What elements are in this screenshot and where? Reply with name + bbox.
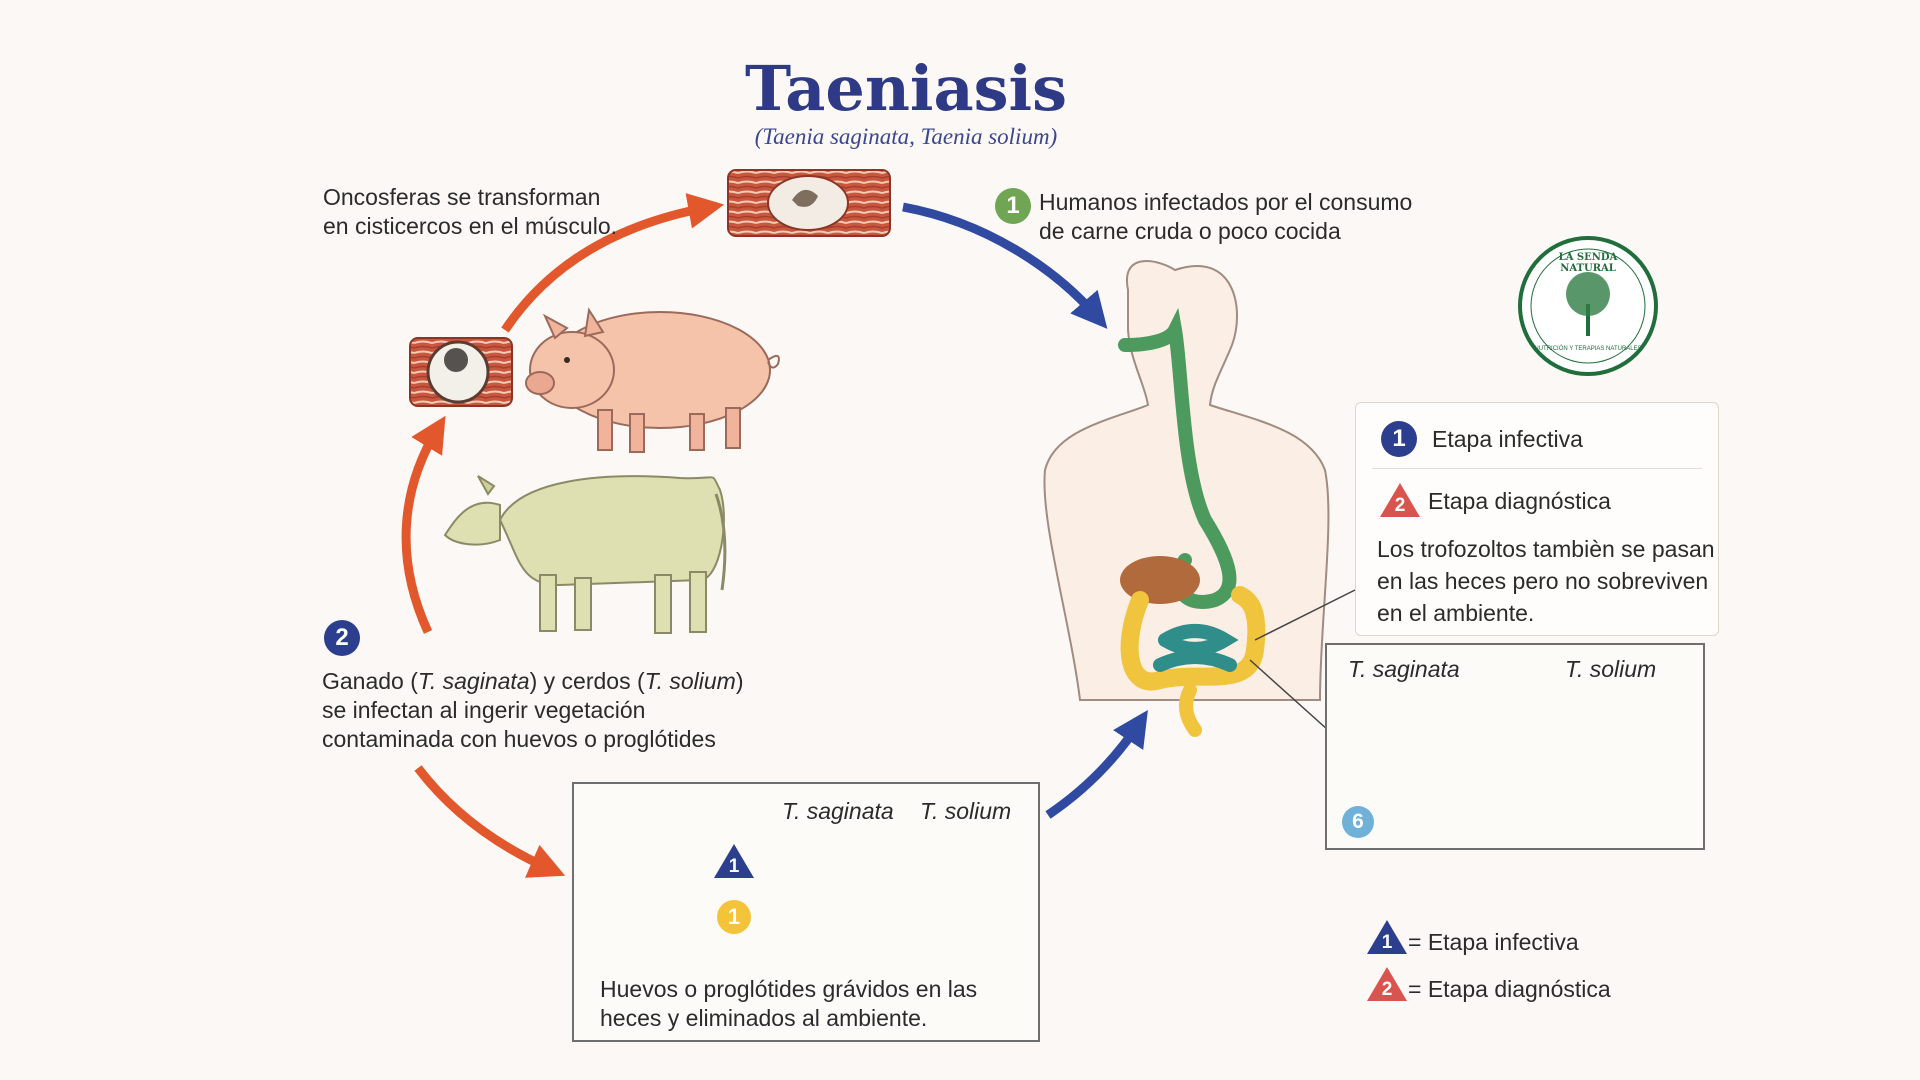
info-note: Los trofozoltos tambièn se pasan en las … — [1377, 536, 1715, 626]
bottom-col-solium: T. solium — [920, 798, 1012, 824]
human-step-number: 1 — [995, 188, 1031, 224]
page-subtitle: (Taenia saginata, Taenia solium) — [754, 124, 1058, 149]
animals-step-line1: Ganado (T. saginata) y cerdos (T. solium… — [322, 668, 744, 694]
arrow-to-eggs — [414, 765, 566, 878]
legend-diagnostic-triangle: 2 — [1365, 965, 1409, 1003]
arrow-to-human — [902, 202, 1108, 329]
eggs-step-label: Huevos o proglótides grávidos en las hec… — [600, 976, 978, 1031]
right-col-solium: T. solium — [1565, 656, 1657, 682]
arrow-from-eggs — [1045, 709, 1148, 819]
la-senda-natural-logo — [1518, 236, 1658, 376]
animals-step-number: 2 — [324, 620, 360, 656]
info-infective-label: Etapa infectiva — [1432, 426, 1583, 452]
pig-icon — [525, 307, 780, 453]
bottom-col-saginata: T. saginata — [782, 798, 894, 824]
arrow-muscle-top — [501, 193, 725, 333]
infective-triangle-badge: 1 — [712, 842, 756, 880]
right-col-saginata: T. saginata — [1348, 656, 1460, 682]
arrow-cow-to-muscle — [401, 415, 446, 634]
human-torso-icon — [1043, 260, 1356, 737]
info-infective-number: 1 — [1381, 421, 1417, 457]
logo-bottom-text: NUTRICIÓN Y TERAPIAS NATURALES — [1534, 346, 1642, 352]
info-diagnostic-label: Etapa diagnóstica — [1428, 488, 1611, 514]
yellow-step-number: 1 — [717, 900, 751, 934]
cow-icon — [443, 475, 727, 634]
legend-infective-label: = Etapa infectiva — [1408, 929, 1579, 955]
right-step-number: 6 — [1342, 806, 1374, 838]
page-title: Taeniasis — [745, 52, 1067, 125]
info-diagnostic-triangle: 2 — [1378, 481, 1422, 519]
info-divider — [1372, 468, 1702, 469]
logo-top-text: LA SENDA NATURAL — [1558, 252, 1618, 274]
muscle-step-label: Oncosferas se transforman en cisticercos… — [323, 184, 618, 239]
cyst-meat-icon — [409, 337, 513, 407]
scolex-box — [1325, 643, 1705, 850]
legend-diagnostic-label: = Etapa diagnóstica — [1408, 976, 1611, 1002]
eggs-box — [572, 782, 1040, 1042]
legend-infective-triangle: 1 — [1365, 918, 1409, 956]
animals-step-rest: se infectan al ingerir vegetación contam… — [322, 697, 716, 752]
human-step-label: Humanos infectados por el consumo de car… — [1039, 189, 1413, 244]
meat-slice-icon — [727, 169, 891, 237]
